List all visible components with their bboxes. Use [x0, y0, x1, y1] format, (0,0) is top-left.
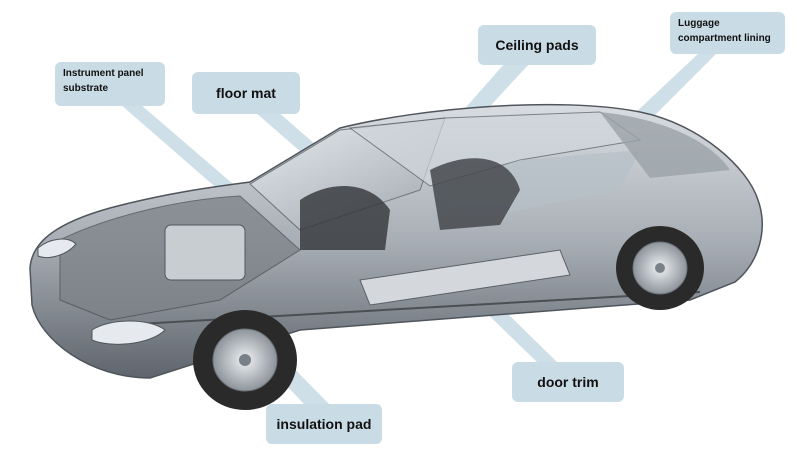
- rear-wheel: [616, 226, 704, 310]
- callout-ceiling-pads: Ceiling pads: [478, 25, 596, 65]
- label-instrument-line2: substrate: [63, 83, 109, 94]
- car-body: [29, 103, 763, 379]
- engine-block: [164, 224, 246, 281]
- callout-door-trim: door trim: [512, 362, 624, 402]
- interior-seat-rear: [430, 158, 520, 230]
- headlight-front: [91, 320, 166, 345]
- label-instrument-line1: Instrument panel: [63, 68, 144, 79]
- headlight-left: [37, 238, 77, 258]
- callout-insulation-pad: insulation pad: [266, 404, 382, 444]
- label-luggage-line1: Luggage: [678, 18, 720, 29]
- front-wheel: [193, 310, 297, 410]
- interior-seats: [300, 186, 390, 250]
- label-ceiling-pads: Ceiling pads: [495, 37, 579, 53]
- callout-luggage-compartment-lining: Luggage compartment lining: [670, 12, 785, 54]
- label-floor-mat: floor mat: [216, 85, 276, 101]
- callout-instrument-panel-substrate: Instrument panel substrate: [55, 62, 165, 106]
- exhaust-system: [359, 249, 571, 306]
- label-insulation-pad: insulation pad: [276, 416, 372, 432]
- label-door-trim: door trim: [537, 374, 599, 390]
- rear-deck: [600, 112, 730, 178]
- callout-floor-mat: floor mat: [192, 72, 300, 114]
- label-luggage-line2: compartment lining: [678, 33, 771, 44]
- leader-instrument-panel: [120, 104, 240, 198]
